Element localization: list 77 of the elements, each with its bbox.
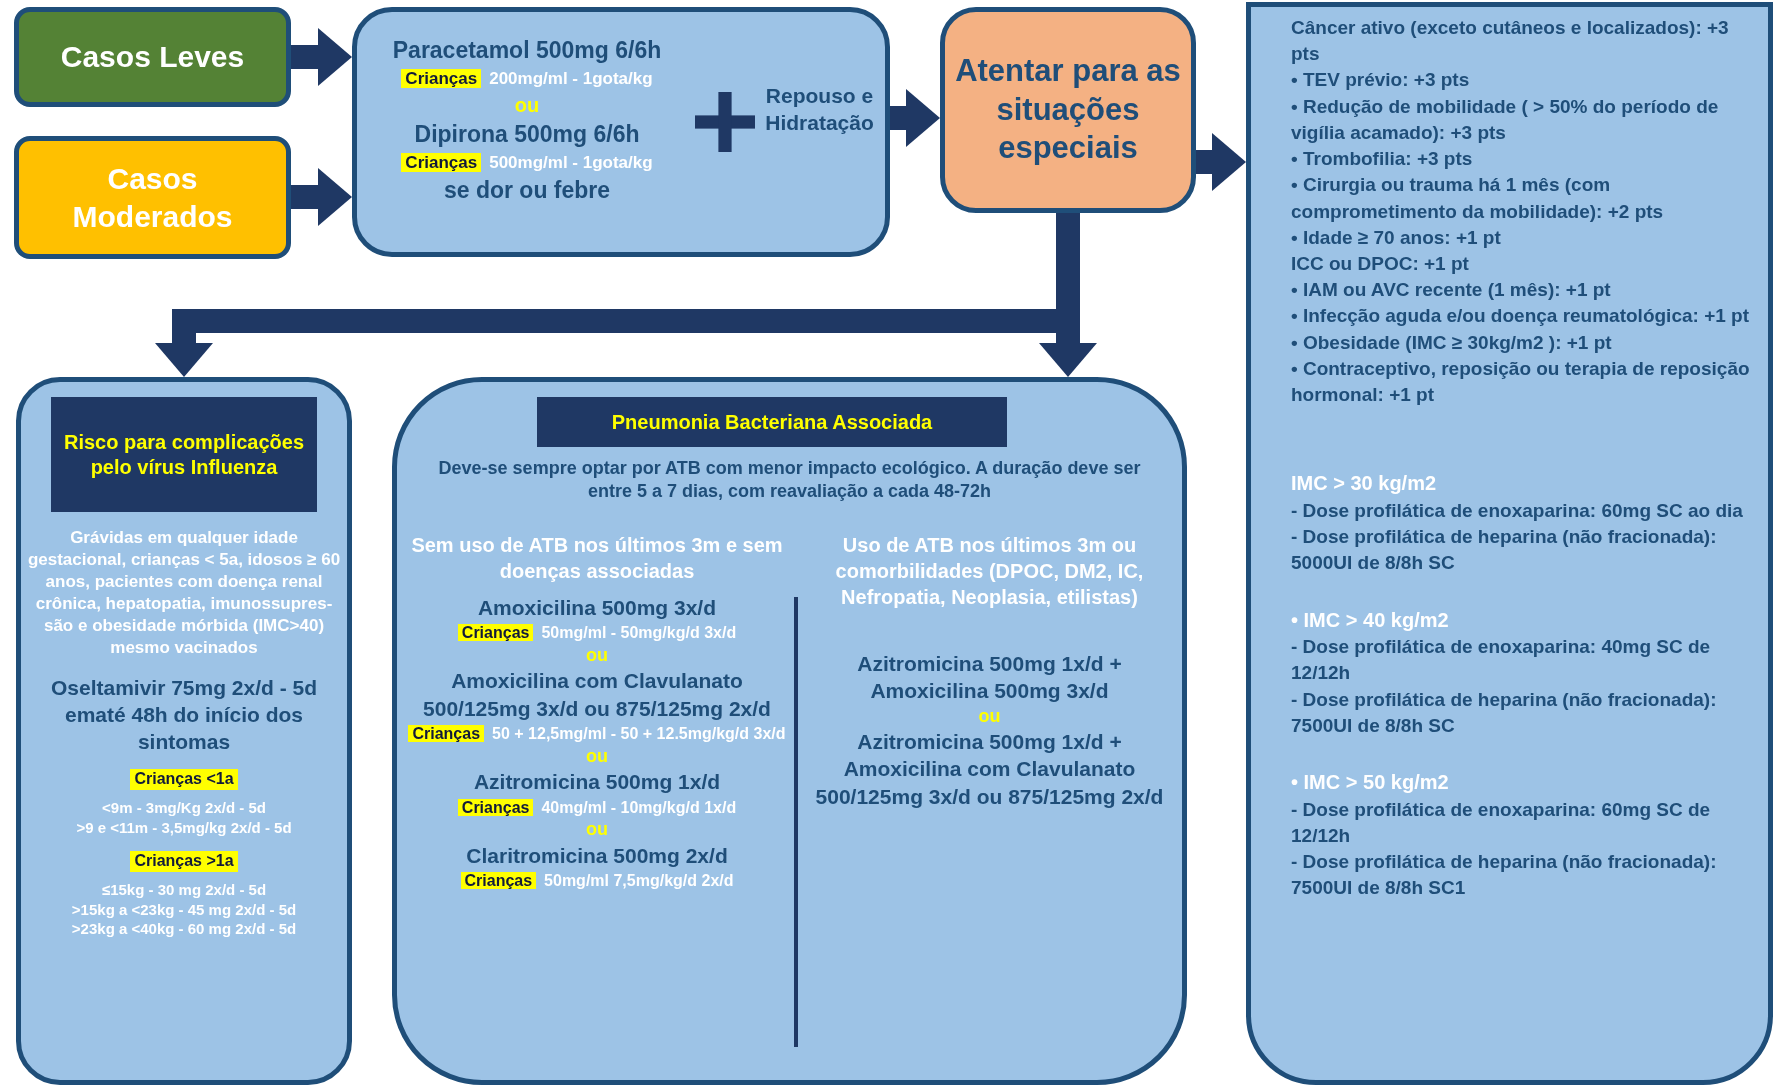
dose-text: • Redução de mobilidade ( > 50% do período de vigília acamado): +3 pts (1291, 94, 1720, 145)
pneumonia-panel (392, 377, 1187, 1085)
highlight-tag: Crianças (457, 624, 534, 642)
dose-text: • IAM ou AVC recente (1 mês): +1 pt (1291, 278, 1612, 303)
note-text: 50 + 12,5mg/ml - 50 + 12.5mg/kg/d 3x/d (492, 725, 786, 743)
dose-text: Azitromicina 500mg 1x/d (472, 769, 722, 796)
highlight-tag: Crianças <1a (130, 769, 238, 791)
note-text: 200mg/ml - 1gota/kg (489, 68, 653, 88)
dose-text: Amoxicilina 500mg 3x/d (476, 595, 718, 621)
dose-text: - Dose profilática de enoxaparina: 60mg SC de 12/12h (1291, 797, 1712, 848)
dose-text: Paracetamol 500mg 6/6h (391, 36, 663, 65)
note-text: Uso de ATB nos últimos 3m ou comorbilidades (DPOC, DM2, IC, Nefropatia, Neoplasia, etilistas) (834, 533, 1145, 610)
heading-text: Risco para complicações pelo vírus Influenza (62, 429, 306, 480)
note-text: 500mg/ml - 1gota/kg (489, 152, 653, 172)
note-text: 50mg/ml - 50mg/kg/d 3x/d (541, 624, 737, 642)
highlight-tag: Crianças (408, 725, 485, 743)
heading-text: Pneumonia Bacteriana Associada (611, 409, 933, 435)
highlight-tag: Crianças >1a (130, 851, 238, 873)
or-text: ou (513, 93, 541, 118)
box-label: Casos Leves (60, 39, 245, 76)
dose-text: se dor ou febre (442, 175, 612, 205)
dose-text: - Dose profilática de enoxaparina: 60mg SC ao dia (1291, 498, 1744, 523)
highlight-tag: Crianças (460, 872, 537, 890)
dose-text: • Contraceptivo, reposição ou terapia de reposição hormonal: +1 pt (1291, 356, 1751, 408)
section-header (537, 397, 1007, 447)
dose-text: Câncer ativo (exceto cutâneos e localizados): +3 pts (1291, 16, 1730, 67)
or-text: ou (585, 644, 609, 668)
highlight-tag: Crianças (401, 68, 482, 88)
dose-text: • Trombofilia: +3 pts (1291, 147, 1474, 172)
dose-text: Deve-se sempre optar por ATB com menor impacto ecológico. A duração deve ser entre 5 a 7 dias, com reavaliação a cada 48-72h (437, 457, 1142, 504)
highlight-tag: Crianças (401, 152, 482, 172)
note-text: 40mg/ml - 10mg/kg/d 1x/d (541, 798, 737, 816)
note-text: 50mg/ml 7,5mg/kg/d 2x/d (544, 872, 734, 890)
dose-text: Azitromicina 500mg 1x/d + Amoxicilina com Clavulanato 500/125mg 3x/d ou 875/125mg 2x/d (814, 729, 1165, 810)
influenza-panel (16, 377, 352, 1085)
dose-text: Claritromicina 500mg 2x/d (465, 842, 729, 869)
note-text: >23kg a <40kg - 60 mg 2x/d - 5d (70, 919, 298, 939)
dose-text: - Dose profilática de enoxaparina: 40mg SC de 12/12h (1291, 635, 1712, 686)
dose-text: Amoxicilina com Clavulanato 500/125mg 3x/d ou 875/125mg 2x/d (422, 668, 772, 722)
dose-text: ICC ou DPOC: +1 pt (1291, 251, 1470, 276)
note-text: >15kg a <23kg - 45 mg 2x/d - 5d (70, 899, 298, 920)
dose-text: - Dose profilática de heparina (não fracionada): 7500UI de 8/8h SC (1291, 687, 1718, 738)
alert-box (940, 7, 1196, 213)
or-text: ou (585, 818, 609, 842)
category-box (14, 136, 291, 259)
criteria-heading: IMC > 30 kg/m2 (1291, 471, 1438, 497)
dose-text: Dipirona 500mg 6/6h (413, 120, 641, 149)
or-text: ou (977, 704, 1002, 728)
dose-text: • Cirurgia ou trauma há 1 mês (com comprometimento da mobilidade): +2 pts (1291, 173, 1665, 224)
note-text: ≤15kg - 30 mg 2x/d - 5d (100, 880, 268, 900)
dose-text: • TEV prévio: +3 pts (1291, 68, 1471, 93)
dose-text: - Dose profilática de heparina (não fracionada): 7500UI de 8/8h SC1 (1291, 850, 1718, 901)
box-label: Casos Moderados (71, 161, 234, 235)
note-text: Sem uso de ATB nos últimos 3m e sem doenças associadas (410, 533, 784, 584)
highlight-tag: Crianças (457, 798, 534, 816)
note-text: <9m - 3mg/Kg 2x/d - 5d (101, 798, 267, 818)
note-text: Grávidas em qualquer idade gestacional, crianças < 5a, idosos ≥ 60 anos, pacientes com doença renal crônica, hepatopatia, imunossupres-são e obesidade mórbida (IMC>40) mesmo vacinados (26, 527, 342, 660)
box-label: Atentar para as situações especiais (954, 51, 1182, 168)
dose-text: • Obesidade (IMC ≥ 30kg/m2 ): +1 pt (1291, 330, 1613, 355)
dose-text: • Infecção aguda e/ou doença reumatológica: +1 pt (1291, 304, 1750, 329)
dose-text: • Idade ≥ 70 anos: +1 pt (1291, 225, 1502, 250)
block-arrow (890, 89, 940, 147)
category-box (14, 7, 291, 107)
treatment-box (352, 7, 890, 257)
note-text: >9 e <11m - 3,5mg/kg 2x/d - 5d (75, 817, 293, 838)
criteria-panel (1246, 2, 1773, 1085)
section-header (51, 397, 317, 512)
criteria-heading: • IMC > 40 kg/m2 (1291, 607, 1450, 633)
criteria-heading: • IMC > 50 kg/m2 (1291, 770, 1450, 795)
dose-text: - Dose profilática de heparina (não fracionada): 5000UI de 8/8h SC (1291, 525, 1718, 576)
block-arrow (1196, 133, 1246, 191)
dose-text: Oseltamivir 75mg 2x/d - 5d ematé 48h do início dos sintomas (49, 674, 319, 756)
dose-text: Repouso e Hidratação (764, 83, 875, 137)
dose-text: Azitromicina 500mg 1x/d + Amoxicilina 500mg 3x/d (856, 651, 1123, 705)
block-arrow (291, 168, 352, 226)
block-arrow (291, 28, 352, 86)
or-text: ou (585, 744, 609, 768)
